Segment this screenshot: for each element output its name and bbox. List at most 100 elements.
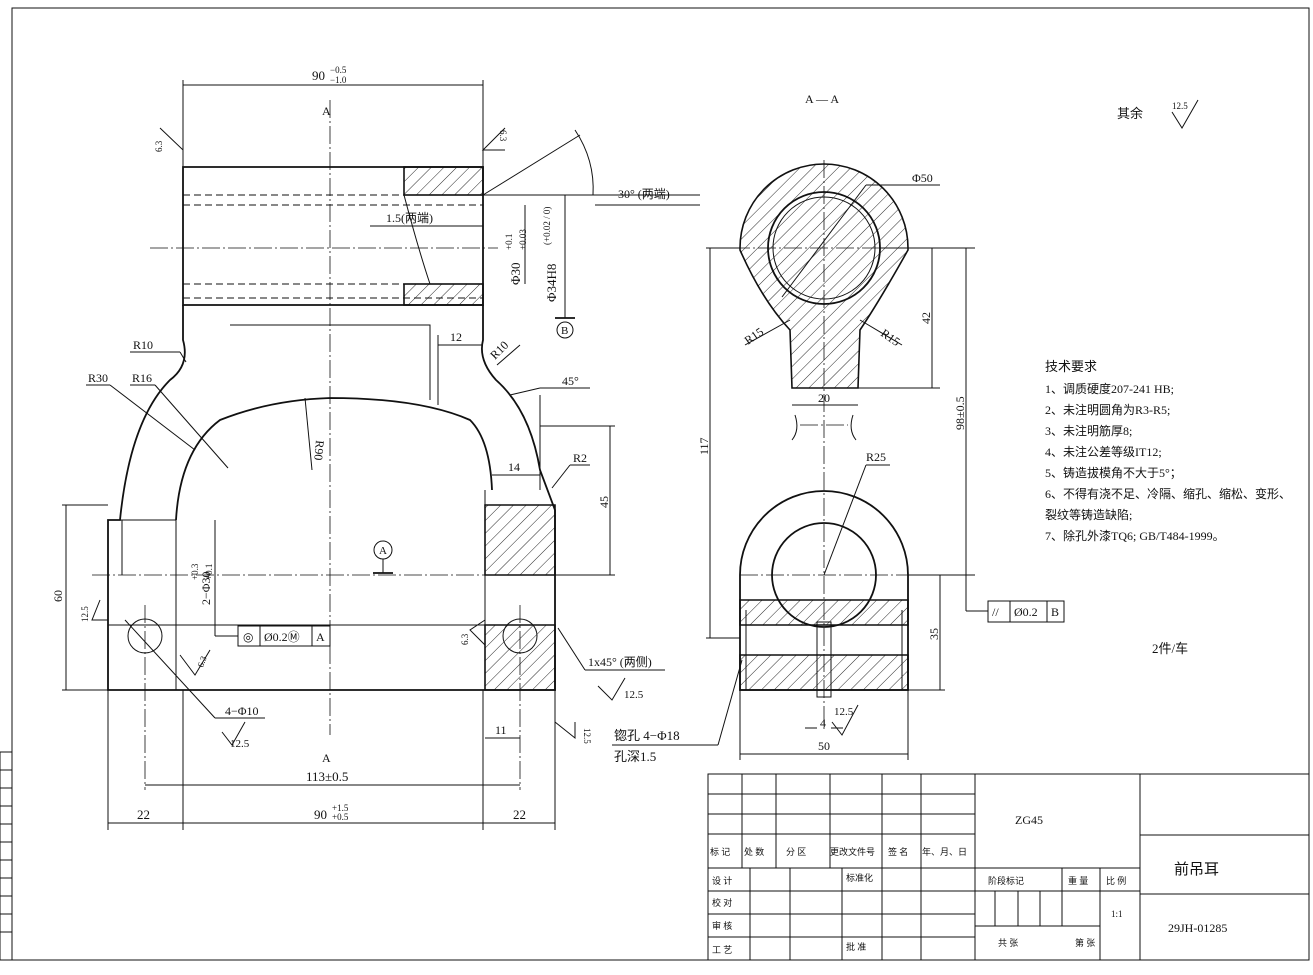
sheet-border	[11, 7, 1310, 961]
r16: R16	[132, 371, 152, 385]
rough-6-3-right: 6.3	[460, 633, 470, 645]
dim-11: 11	[495, 723, 507, 737]
roughness-rest: 其余 12.5	[1117, 99, 1199, 129]
dim-22-left: 22	[137, 807, 150, 822]
rough-12-5-chamfer: 12.5	[624, 689, 644, 701]
dim-14: 14	[508, 460, 520, 474]
right-lug-upper-section	[484, 504, 556, 576]
drawing-number: 29JH-01285	[1168, 921, 1227, 935]
chamfer-width: 1.5(两端)	[386, 211, 433, 225]
feature-control-frame-b: // Ø0.2 B	[987, 600, 1065, 623]
rough-12-5-left: 12.5	[80, 606, 90, 622]
r2: R2	[573, 451, 587, 465]
dim-top-tol-upper: −0.5	[330, 65, 347, 75]
rough-left: 6.3	[154, 140, 164, 152]
tech-requirements: 技术要求 1、调质硬度207-241 HB; 2、未注明圆角为R3-R5; 3、…	[1045, 359, 1291, 543]
frame-b-symbol: //	[992, 605, 999, 619]
angle-45: 45°	[562, 374, 579, 388]
rough-12-5-section: 12.5	[834, 706, 854, 718]
dim-12: 12	[450, 330, 462, 344]
hole-tol-upper: +0.3	[190, 563, 200, 580]
r10-left: R10	[133, 338, 153, 352]
tb-ratio: 比 例	[1106, 875, 1126, 886]
rough-6-3-hole: 6.3	[195, 654, 208, 668]
dim-90-tol-upper: +1.5	[332, 803, 349, 813]
r30: R30	[88, 371, 108, 385]
hole-dim: 2−Φ30	[199, 571, 213, 605]
frame-a-symbol: ◎	[243, 630, 253, 644]
dim-42: 42	[919, 312, 933, 324]
counterbore-note: 锪孔 4−Φ18	[614, 728, 680, 743]
feature-control-frame-a: ◎ Ø0.2Ⓜ A	[237, 625, 331, 647]
tb-stage: 阶段标记	[988, 875, 1024, 886]
section-title: A — A	[805, 92, 839, 106]
section-view: A — A	[706, 92, 940, 730]
tech-req-item: 6、不得有浇不足、冷隔、缩孔、缩松、变形、	[1045, 486, 1291, 501]
tb-process: 工 艺	[712, 945, 732, 955]
r10-right: R10	[487, 338, 511, 362]
quantity-note: 2件/车	[1152, 641, 1188, 656]
tb-change-doc: 更改文件号	[830, 846, 875, 857]
tb-standard: 标准化	[846, 872, 873, 883]
bore-inner-tol-upper: +0.1	[504, 234, 514, 250]
bore-inner: Φ30	[508, 262, 523, 285]
scale-value: 1:1	[1111, 909, 1123, 919]
r15-left: R15	[742, 325, 766, 348]
dim-117: 117	[697, 437, 711, 455]
rough-right: 6.3	[498, 130, 508, 142]
frame-a-datum: A	[316, 630, 325, 644]
dim-90-tol-lower: +0.5	[332, 812, 349, 822]
frame-b-datum: B	[1051, 605, 1059, 619]
front-view	[92, 100, 580, 790]
chamfer-1x45: 1x45° (两侧)	[588, 655, 652, 669]
datum-a-label: A	[379, 545, 387, 557]
rough-12-5-side: 12.5	[582, 728, 592, 744]
bore-inner-tol-lower: +0.03	[518, 229, 528, 250]
rough-12-5-holes: 12.5	[230, 738, 250, 750]
tb-sheet: 第 张	[1075, 937, 1095, 948]
bore-outer: Φ34H8	[544, 264, 559, 302]
lower-boss-outline	[739, 490, 909, 691]
tech-req-item: 3、未注明筋厚8;	[1045, 423, 1132, 438]
section-mark-bottom: A	[322, 751, 331, 765]
tech-req-item: 4、未注公差等级IT12;	[1045, 444, 1162, 459]
chamfer-angle: 30° (两端)	[618, 187, 670, 201]
datum-b-label: B	[561, 325, 568, 337]
tech-req-item: 5、铸造拔模角不大于5°；	[1045, 465, 1182, 480]
part-name: 前吊耳	[1174, 861, 1219, 878]
tech-req-item: 7、除孔外漆TQ6; GB/T484-1999。	[1045, 528, 1225, 543]
tb-total: 共 张	[998, 938, 1018, 948]
tb-count: 处 数	[744, 846, 764, 857]
tech-req-item: 2、未注明圆角为R3-R5;	[1045, 402, 1170, 417]
tech-req-title: 技术要求	[1045, 359, 1097, 374]
dim-top-tol-lower: −1.0	[330, 75, 347, 85]
section-mark-top: A	[322, 104, 331, 118]
left-margin-strip	[0, 751, 13, 961]
dim-45: 45	[597, 496, 611, 508]
dim-20: 20	[818, 391, 830, 405]
r25: R25	[866, 450, 886, 464]
dim-22-right: 22	[513, 807, 526, 822]
tb-weight: 重 量	[1068, 875, 1088, 886]
r15-right: R15	[878, 326, 902, 349]
tb-date: 年、月、日	[922, 846, 967, 857]
dim-4: 4	[820, 716, 826, 730]
dim-60: 60	[51, 590, 65, 602]
holes-4-10: 4−Φ10	[225, 704, 259, 718]
dim-50: 50	[818, 739, 830, 753]
tech-req-item: 裂纹等铸造缺陷;	[1045, 507, 1132, 522]
section-dimensions: Φ50 R15 R15 42 20 117 98±0.5 R25 35 //	[612, 171, 1065, 764]
bore-outer-tol: (+0.02 / 0)	[542, 207, 552, 245]
tech-req-item: 1、调质硬度207-241 HB;	[1045, 381, 1174, 396]
tb-sign: 签 名	[888, 846, 908, 857]
top-boss	[150, 166, 498, 306]
tb-zone: 分 区	[786, 847, 806, 857]
tb-mark: 标 记	[710, 846, 730, 857]
front-dimensions: 90 −0.5 −1.0 A A 6.3 6.3 30° (两端) 1.5(两端…	[51, 65, 700, 830]
title-block: ZG45 前吊耳 29JH-01285 1:1 标 记 处 数 分 区 更改文件…	[707, 773, 1310, 961]
dim-98: 98±0.5	[953, 396, 967, 430]
dim-top: 90	[312, 68, 325, 83]
r90: R90	[311, 440, 327, 461]
